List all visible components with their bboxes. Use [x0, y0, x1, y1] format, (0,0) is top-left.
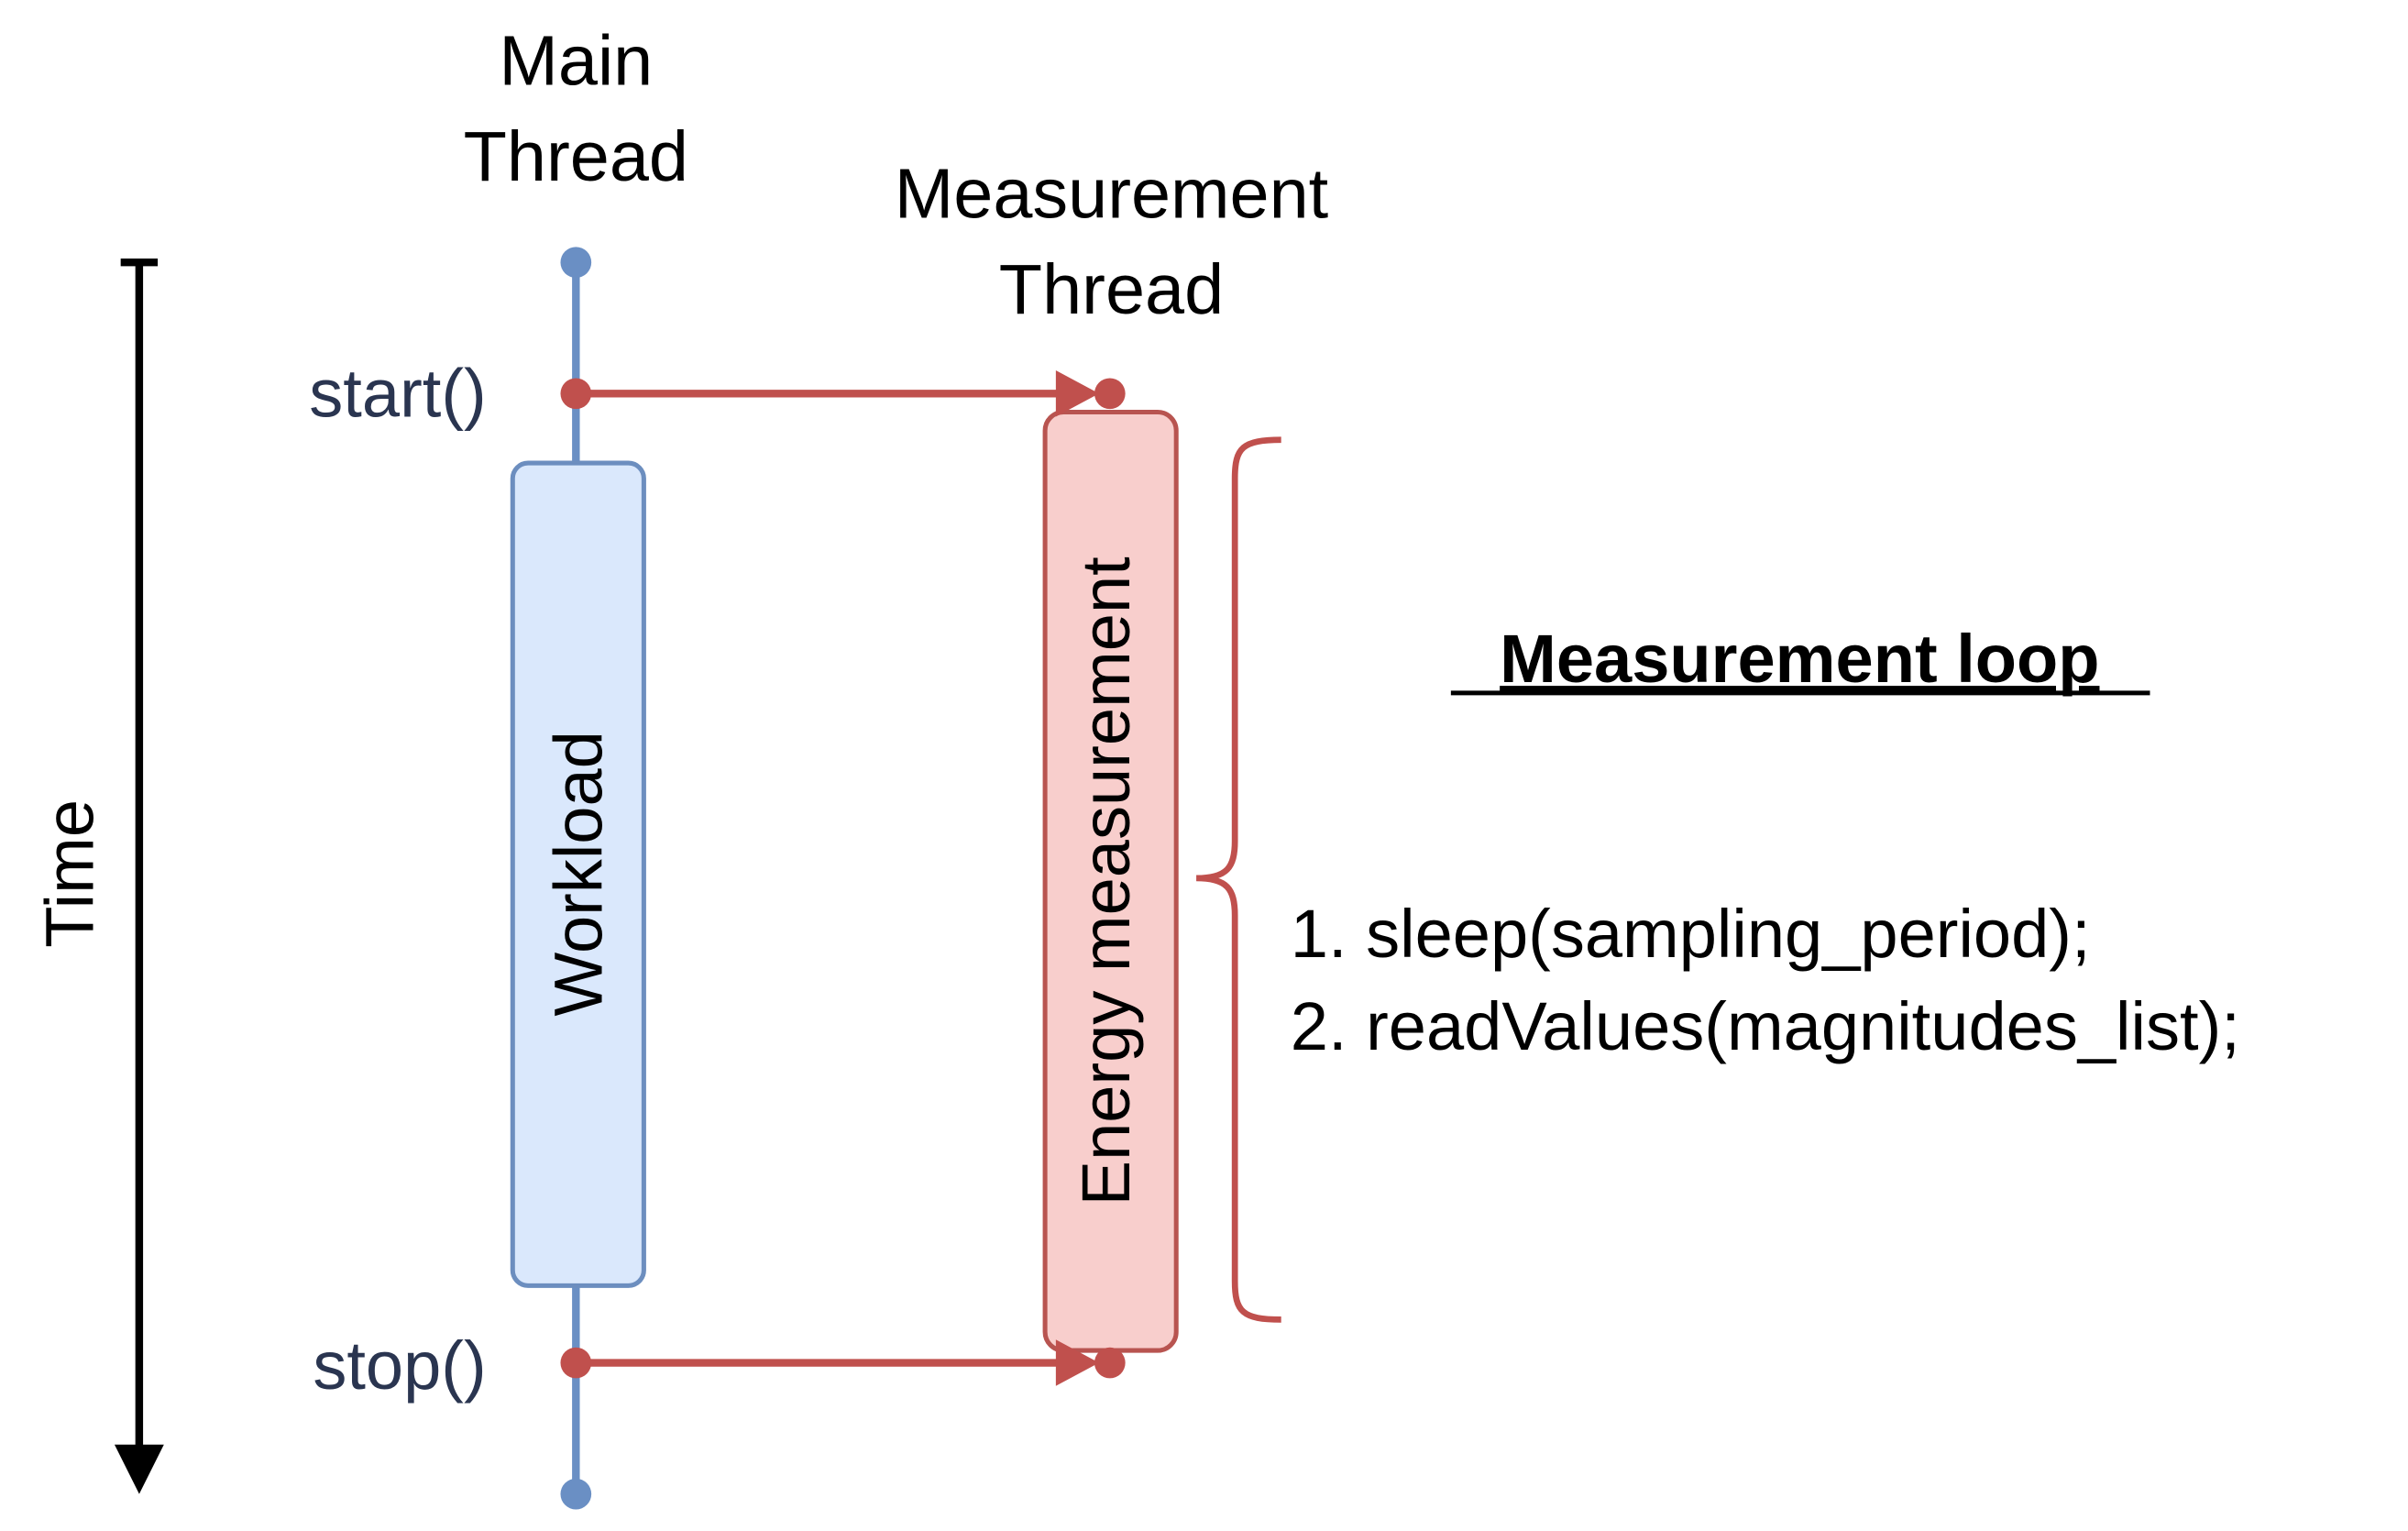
measurement-thread-title-line2: Thread — [999, 250, 1224, 329]
main-thread-title-line1: Main — [499, 22, 653, 101]
measurement-loop-title: Measurement loop — [1500, 621, 2099, 697]
workload-box — [510, 460, 646, 1288]
start-arrowhead — [1055, 370, 1100, 417]
stop-target-dot — [1094, 1347, 1126, 1379]
loop-step-1: 1. sleep(sampling_period); — [1291, 896, 2091, 972]
measurement-loop: Measurement loop 1. sleep(sampling_perio… — [1291, 621, 2240, 1064]
main-thread-start-dot — [560, 247, 592, 279]
stop-arrowhead — [1055, 1339, 1100, 1386]
start-source-dot — [560, 378, 592, 410]
workload-label: Workload — [540, 731, 616, 1016]
measurement-thread-header: Measurement Thread — [895, 154, 1328, 328]
energy-measurement-block: Energy measurement — [1042, 409, 1179, 1353]
start-label: start() — [309, 356, 486, 432]
stop-event: stop() — [313, 1327, 1126, 1404]
stop-label: stop() — [313, 1327, 486, 1404]
measurement-thread-title-line1: Measurement — [895, 154, 1328, 233]
start-target-dot — [1094, 378, 1126, 410]
stop-source-dot — [560, 1347, 592, 1379]
time-axis-arrowhead — [114, 1444, 164, 1494]
main-thread-header: Main Thread — [464, 22, 688, 196]
main-thread-title-line2: Thread — [464, 117, 688, 196]
main-thread-end-dot — [560, 1478, 592, 1510]
time-axis-label: Time — [31, 799, 107, 948]
time-axis: Time — [31, 258, 164, 1494]
loop-brace — [1196, 436, 1281, 1323]
workload-block: Workload — [510, 460, 646, 1288]
loop-step-2: 2. readValues(magnitudes_list); — [1291, 988, 2240, 1064]
start-event: start() — [309, 356, 1126, 432]
energy-measurement-label: Energy measurement — [1068, 556, 1144, 1206]
